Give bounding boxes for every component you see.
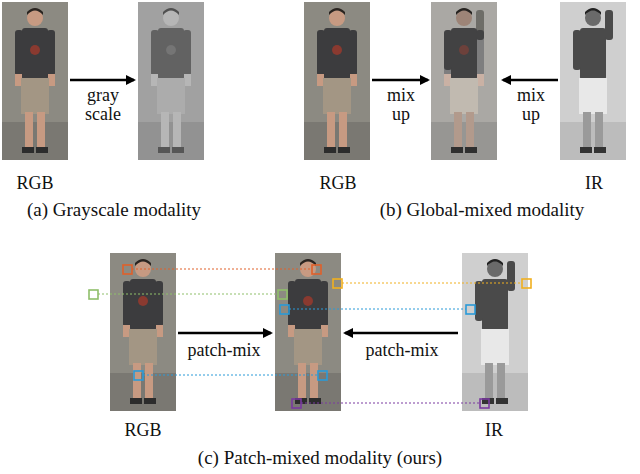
- subfigure-caption: (c) Patch-mixed modality (ours): [160, 448, 480, 468]
- image-label: RGB: [113, 421, 173, 440]
- arrow-label: patch-mix: [352, 341, 452, 360]
- arrow-label: mix up: [381, 86, 421, 124]
- arrow-label: patch-mix: [174, 341, 274, 360]
- subfigure-caption: (b) Global-mixed modality: [352, 200, 612, 220]
- arrow-label: mix up: [511, 86, 551, 124]
- image-label: RGB: [308, 174, 368, 193]
- subfigure-caption: (a) Grayscale modality: [4, 200, 224, 220]
- image-label: IR: [564, 174, 624, 193]
- arrow-label: gray scale: [78, 86, 128, 124]
- image-label: RGB: [5, 174, 65, 193]
- image-label: IR: [464, 421, 524, 440]
